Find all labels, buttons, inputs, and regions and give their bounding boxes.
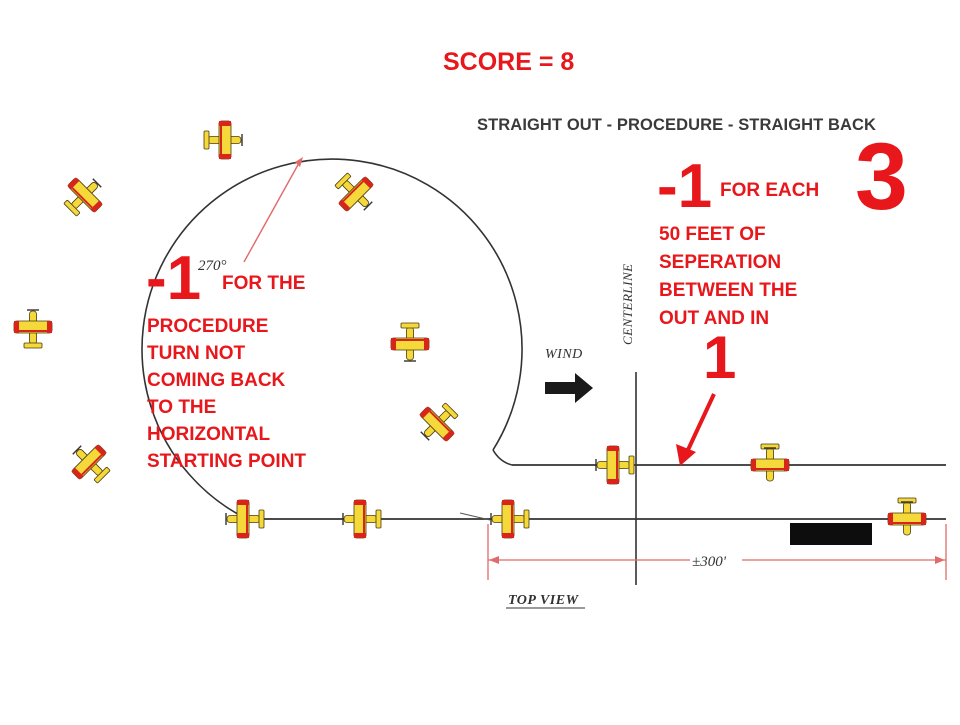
separation-arrowhead <box>676 444 696 466</box>
left-note-line: TO THE <box>147 397 217 418</box>
plane-icon <box>62 435 119 492</box>
plane-icon <box>595 445 635 485</box>
dimension-arrow-right <box>935 556 945 564</box>
dimension-label-gap <box>690 551 742 569</box>
plane-icon <box>203 120 243 160</box>
judge-box <box>790 523 872 545</box>
right-note-line: BETWEEN THE <box>659 280 798 301</box>
plane-icon <box>225 499 265 539</box>
diagram-title: STRAIGHT OUT - PROCEDURE - STRAIGHT BACK <box>477 116 877 134</box>
right-note-line: OUT AND IN <box>659 308 770 329</box>
plane-icon <box>326 164 383 221</box>
plane-icon <box>13 309 53 349</box>
separation-arrow <box>685 393 716 453</box>
dimension-arrow-left <box>489 556 499 564</box>
right-note-body: 50 FEET OF SEPERATION BETWEEN THE OUT AN… <box>659 221 879 333</box>
right-note-line: 50 FEET OF <box>659 224 766 245</box>
left-note-line: HORIZONTAL <box>147 424 271 445</box>
right-note-line: SEPERATION <box>659 252 782 273</box>
left-penalty-value: -1 <box>146 244 202 313</box>
distance-label: ±300' <box>692 554 727 570</box>
radius-pointer-arrowhead <box>295 157 303 167</box>
left-note-body: PROCEDURE TURN NOT COMING BACK TO THE HO… <box>147 313 387 475</box>
left-note-first-line: FOR THE <box>222 273 306 294</box>
plane-icon <box>390 322 430 362</box>
plane-icon <box>750 443 790 482</box>
score-label: SCORE = 8 <box>443 48 575 76</box>
plane-icon <box>342 499 382 539</box>
outbound-tick <box>459 512 491 521</box>
return-curve <box>492 449 513 466</box>
left-note-line: STARTING POINT <box>147 451 307 472</box>
right-penalty-value: -1 <box>657 152 713 221</box>
wind-arrow <box>545 373 593 403</box>
radius-pointer-arrow <box>243 162 300 263</box>
wind-label: WIND <box>545 347 583 362</box>
plane-icon <box>490 499 530 539</box>
left-note-line: PROCEDURE <box>147 316 269 337</box>
plane-icon <box>410 394 467 451</box>
handwritten-score-3: 3 <box>855 124 908 230</box>
centerline-label: CENTERLINE <box>620 263 635 345</box>
left-note-line: COMING BACK <box>147 370 286 391</box>
handwritten-score-1: 1 <box>703 324 737 391</box>
plane-icon <box>887 497 927 536</box>
top-view-label: TOP VIEW <box>508 593 580 608</box>
angle-label: 270° <box>198 258 227 274</box>
left-note-line: TURN NOT <box>147 343 246 364</box>
procedure-turn-circle <box>141 158 523 520</box>
right-note-first-line: FOR EACH <box>720 180 820 201</box>
plane-icon <box>55 168 112 225</box>
